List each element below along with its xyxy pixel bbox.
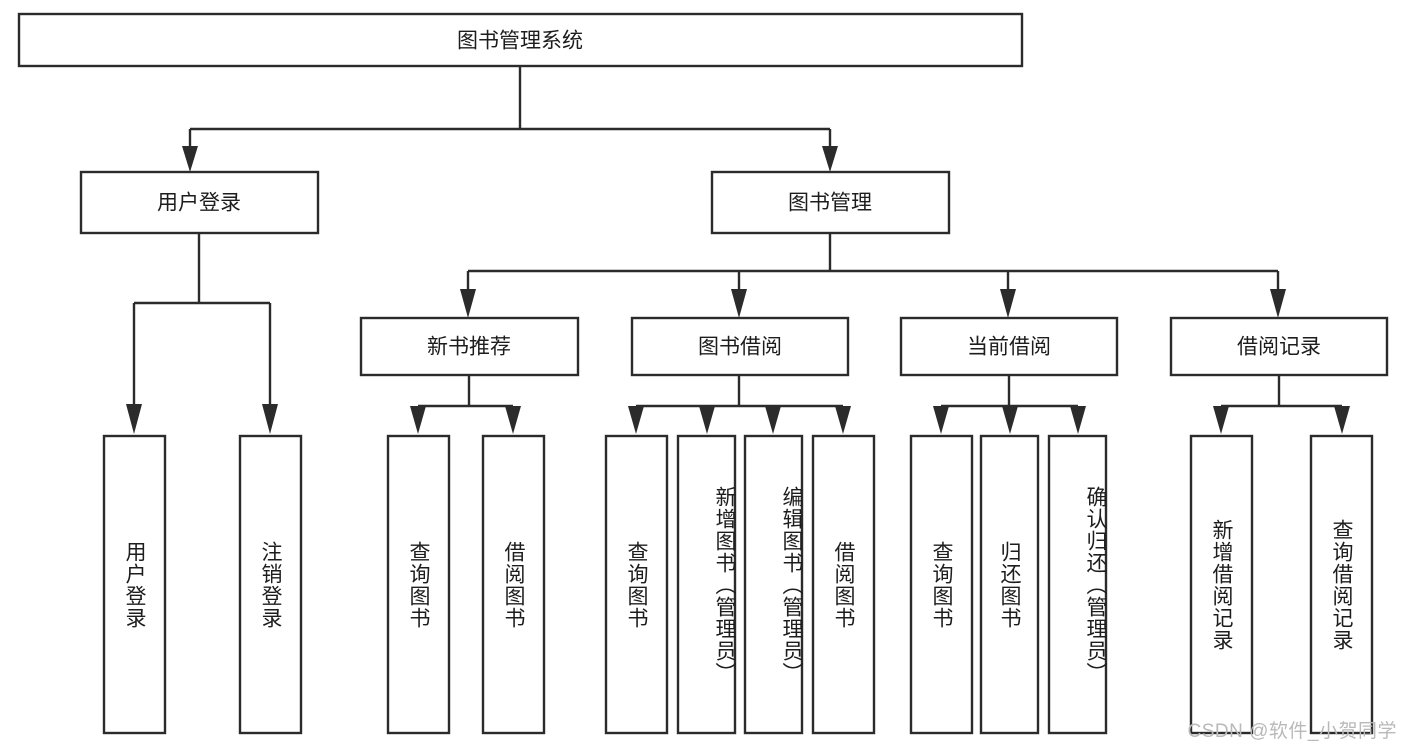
node-box-borrow-record[interactable]	[1169, 316, 1389, 377]
node-box-leaf-borrow-book-2[interactable]	[811, 434, 876, 735]
node-label-borrow-record: 借阅记录	[1237, 336, 1321, 359]
arrowhead-leaf-borrow-book-1	[505, 406, 521, 434]
node-box-leaf-query-record[interactable]	[1309, 434, 1374, 735]
arrowhead-leaf-return-book	[1002, 406, 1018, 434]
arrowhead-leaf-query-record	[1334, 406, 1350, 434]
arrowhead-user-login	[182, 146, 198, 172]
node-box-leaf-borrow-book-1[interactable]	[481, 434, 546, 735]
node-box-leaf-return-book[interactable]	[979, 434, 1040, 735]
node-layer	[17, 12, 1389, 735]
node-box-new-book-recommend[interactable]	[359, 316, 580, 377]
node-box-leaf-edit-book[interactable]	[743, 434, 804, 735]
node-label-book-borrow: 图书借阅	[698, 336, 782, 359]
arrowhead-leaf-logout	[262, 404, 278, 434]
label-layer-horizontal: 图书管理系统 用户登录 图书管理 新书推荐 图书借阅 当前借阅 借阅记录	[157, 30, 1321, 359]
arrowhead-book-manage	[822, 146, 838, 172]
node-box-book-manage[interactable]	[710, 170, 951, 235]
arrowhead-book-borrow	[731, 289, 747, 318]
node-box-leaf-confirm-return[interactable]	[1047, 434, 1108, 735]
arrowhead-leaf-borrow-book-2	[835, 406, 851, 434]
node-label-new-book-recommend: 新书推荐	[427, 336, 511, 359]
arrowhead-leaf-query-book-3	[933, 406, 949, 434]
node-box-user-login[interactable]	[79, 170, 320, 235]
arrowhead-leaf-query-book-1	[410, 406, 426, 434]
node-box-leaf-add-record[interactable]	[1189, 434, 1254, 735]
node-box-leaf-query-book-2[interactable]	[604, 434, 669, 735]
connector-layer	[126, 67, 1350, 434]
node-box-current-borrow[interactable]	[899, 316, 1119, 377]
arrowhead-leaf-user-login	[126, 404, 142, 434]
arrowhead-leaf-confirm-return	[1070, 406, 1086, 434]
arrowhead-borrow-record	[1270, 289, 1286, 318]
arrowhead-leaf-edit-book	[765, 406, 781, 434]
node-box-leaf-add-book[interactable]	[676, 434, 737, 735]
arrowhead-leaf-query-book-2	[628, 406, 644, 434]
node-label-root: 图书管理系统	[457, 30, 583, 53]
arrowhead-leaf-add-record	[1213, 406, 1229, 434]
node-box-root[interactable]	[17, 12, 1024, 68]
node-box-leaf-logout[interactable]	[238, 434, 303, 735]
node-box-leaf-query-book-3[interactable]	[909, 434, 974, 735]
node-box-book-borrow[interactable]	[630, 316, 850, 377]
csdn-watermark: CSDN @软件_小贺同学	[1187, 721, 1397, 742]
node-label-current-borrow: 当前借阅	[967, 336, 1051, 359]
node-box-leaf-user-login[interactable]	[102, 434, 167, 735]
arrowhead-new-book-recommend	[460, 289, 476, 318]
node-box-leaf-query-book-1[interactable]	[386, 434, 451, 735]
arrowhead-current-borrow	[1000, 289, 1016, 318]
node-label-user-login: 用户登录	[157, 192, 241, 215]
arrowhead-leaf-add-book	[699, 406, 715, 434]
node-label-book-manage: 图书管理	[788, 192, 872, 215]
